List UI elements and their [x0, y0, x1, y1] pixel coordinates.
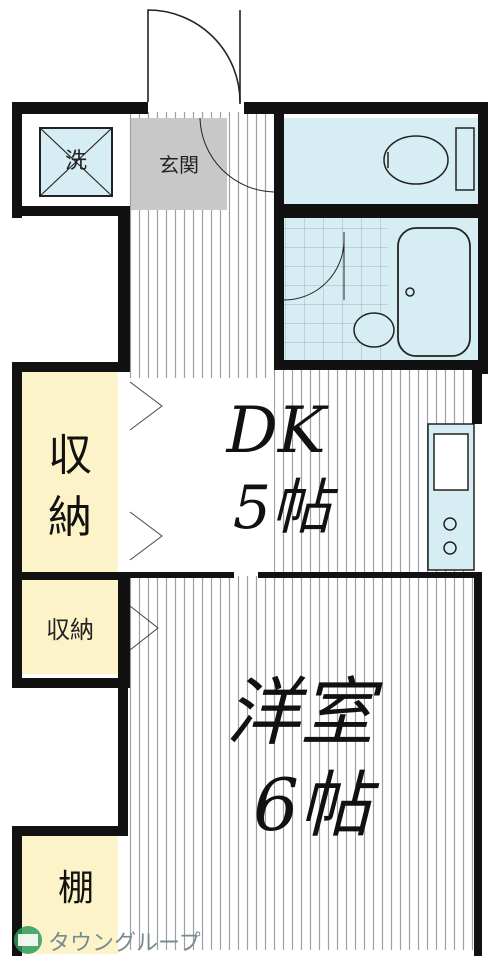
bath-drain	[405, 287, 415, 297]
dk-label-line2: 5帖	[233, 473, 339, 543]
western-floor	[124, 576, 474, 950]
kitchen-sink	[433, 433, 469, 491]
storage-door	[129, 381, 163, 431]
storage-small	[22, 580, 118, 674]
western-label-line2: 6帖	[253, 763, 380, 847]
western-label-line1: 洋室	[226, 670, 383, 756]
toilet-bowl	[383, 135, 449, 185]
shelf-label: 棚	[58, 868, 94, 909]
logo-text: タウングループ	[48, 931, 201, 956]
entry-door	[147, 9, 241, 103]
toilet-room	[284, 118, 478, 204]
stove-burner	[443, 517, 457, 531]
storage-large-label-top: 収	[48, 430, 92, 481]
logo: タウングループ	[14, 926, 201, 956]
toilet-tank	[455, 127, 475, 191]
washbasin	[353, 312, 395, 348]
stove-burner	[443, 541, 457, 555]
storage-door	[129, 511, 163, 561]
laundry-label: 洗	[65, 149, 87, 174]
storage-door	[129, 605, 159, 651]
entrance-label: 玄関	[159, 153, 199, 177]
entrance-area	[131, 118, 227, 210]
walls	[12, 102, 488, 956]
storage-large-label-bottom: 納	[48, 492, 92, 543]
bathtub	[397, 227, 471, 357]
storage-large	[22, 372, 118, 572]
dk-label-line1: DK	[225, 394, 328, 468]
storage-small-label: 収納	[46, 616, 94, 644]
